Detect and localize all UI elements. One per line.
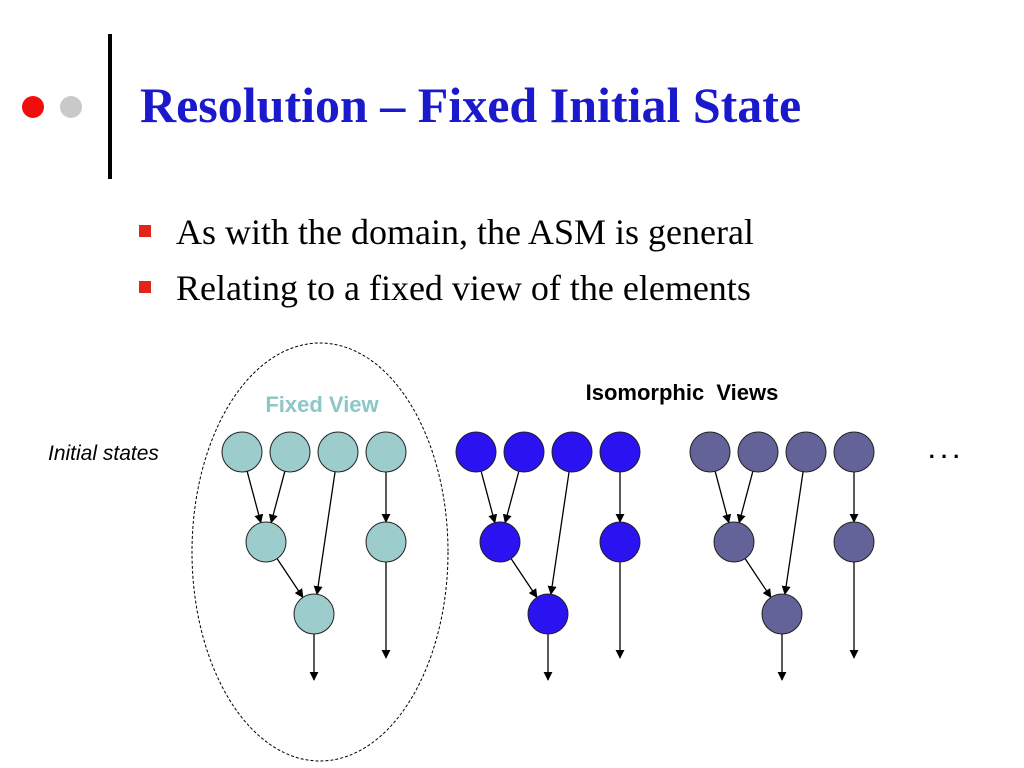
- edge-arrow: [313, 471, 336, 596]
- gray-dot-icon: [60, 96, 82, 118]
- edge-arrow: [744, 558, 772, 599]
- state-node: [293, 593, 335, 635]
- isomorphic-view-2: [689, 431, 875, 681]
- bullet-text: Relating to a fixed view of the elements: [176, 268, 751, 308]
- edge-arrow: [510, 558, 538, 599]
- edge-arrow: [781, 471, 804, 596]
- bullet-square-icon: [139, 225, 151, 237]
- state-node: [551, 431, 593, 473]
- title-divider: [108, 34, 112, 179]
- fixed-view-ellipse: [191, 342, 449, 762]
- state-node: [713, 521, 755, 563]
- edge-arrow: [276, 558, 304, 599]
- bullet-square-icon: [139, 281, 151, 293]
- edge-arrow: [502, 471, 520, 524]
- state-node: [221, 431, 263, 473]
- initial-states-label: Initial states: [48, 442, 159, 465]
- bullet-item: Relating to a fixed view of the elements: [136, 266, 754, 322]
- state-node: [503, 431, 545, 473]
- fixed-view-label: Fixed View: [265, 392, 379, 417]
- isomorphic-view-1: [455, 431, 641, 681]
- red-dot-icon: [22, 96, 44, 118]
- state-node: [599, 431, 641, 473]
- state-node: [737, 431, 779, 473]
- isomorphic-views-label: Isomorphic Views: [586, 380, 779, 405]
- fixed-view: [221, 431, 407, 681]
- views-group: [221, 431, 875, 681]
- edge-arrow: [736, 471, 754, 524]
- state-node: [479, 521, 521, 563]
- state-node: [761, 593, 803, 635]
- state-node: [833, 431, 875, 473]
- state-node: [365, 521, 407, 563]
- bullet-list: As with the domain, the ASM is general R…: [136, 210, 754, 322]
- state-node: [269, 431, 311, 473]
- state-node: [833, 521, 875, 563]
- edge-arrow: [547, 471, 570, 596]
- state-node: [365, 431, 407, 473]
- state-node: [317, 431, 359, 473]
- state-node: [599, 521, 641, 563]
- edge-arrow: [268, 471, 286, 524]
- state-node: [455, 431, 497, 473]
- edge-arrow: [480, 471, 498, 524]
- bullet-item: As with the domain, the ASM is general: [136, 210, 754, 266]
- bullet-text: As with the domain, the ASM is general: [176, 212, 754, 252]
- state-node: [245, 521, 287, 563]
- edge-arrow: [714, 471, 732, 524]
- state-node: [527, 593, 569, 635]
- state-node: [785, 431, 827, 473]
- state-node: [689, 431, 731, 473]
- edge-arrow: [246, 471, 264, 524]
- ellipsis-label: . . .: [929, 438, 960, 463]
- slide-title: Resolution – Fixed Initial State: [140, 77, 802, 133]
